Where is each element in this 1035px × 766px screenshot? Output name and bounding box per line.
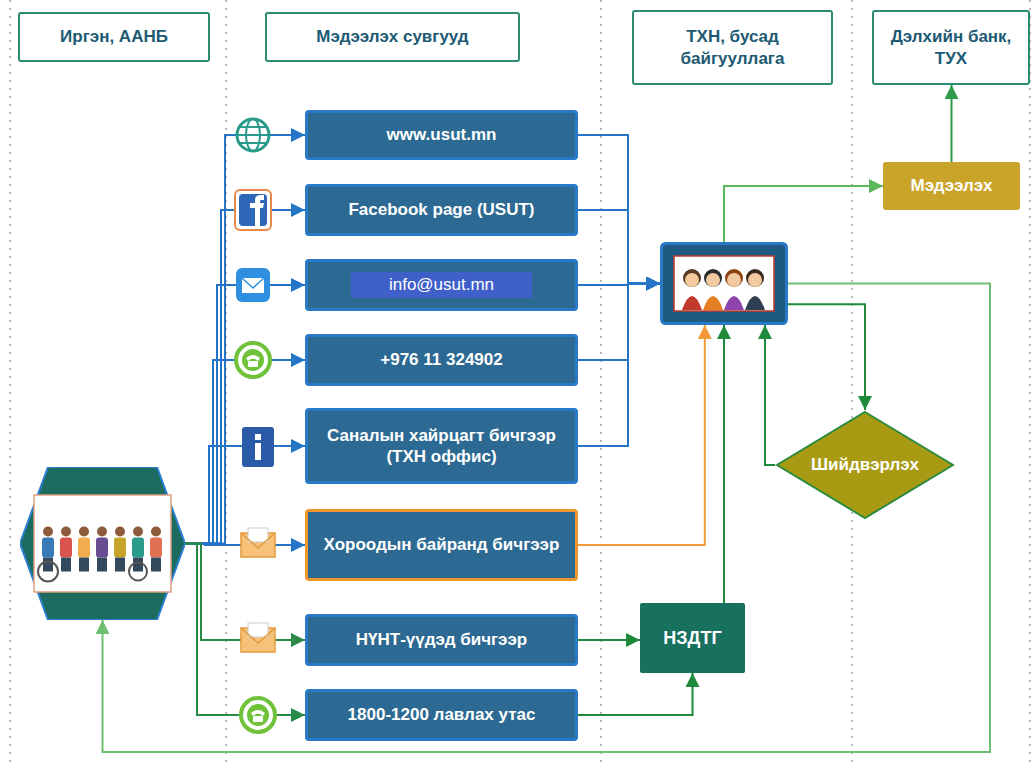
flow-arrow xyxy=(724,186,883,242)
node-label: www.usut.mn xyxy=(387,124,497,145)
report-box: Мэдээлэх xyxy=(883,162,1020,210)
channel-box: +976 11 324902 xyxy=(305,334,578,386)
globe-icon xyxy=(237,119,269,151)
committee-shape xyxy=(660,242,788,325)
channel-box: НҮНТ-үүдэд бичгээр xyxy=(305,614,578,666)
column-header: Иргэн, ААНБ xyxy=(18,12,210,62)
flow-arrow xyxy=(103,284,991,753)
envelope-icon xyxy=(241,623,275,652)
flow-arrow xyxy=(723,325,725,603)
citizens-illustration xyxy=(38,527,162,582)
node-label: НҮНТ-үүдэд бичгээр xyxy=(356,629,528,650)
channel-box: info@usut.mn xyxy=(305,259,578,311)
node-label: НЗДТГ xyxy=(663,627,721,650)
flow-arrow xyxy=(578,210,660,284)
channel-box: Facebook page (USUT) xyxy=(305,184,578,236)
node-label: +976 11 324902 xyxy=(380,349,502,370)
separator xyxy=(1029,0,1031,766)
node-label: info@usut.mn xyxy=(351,272,532,297)
flow-arrow xyxy=(578,135,660,284)
team-illustration xyxy=(682,269,765,310)
flow-arrow xyxy=(578,673,693,715)
node-label: Хороодын байранд бичгээр xyxy=(324,534,560,555)
node-label: Шийдвэрлэх xyxy=(811,454,919,475)
flow-arrow xyxy=(185,360,305,544)
flow-arrow xyxy=(185,285,305,544)
channel-box: Хороодын байранд бичгээр xyxy=(305,509,578,581)
channel-box: www.usut.mn xyxy=(305,110,578,160)
node-label: Иргэн, ААНБ xyxy=(60,26,168,47)
phone-icon xyxy=(241,698,275,732)
flow-arrow xyxy=(578,284,660,361)
citizen-hexagon xyxy=(20,467,185,620)
flow-arrow xyxy=(578,639,640,641)
node-label: Саналын хайрцагт бичгээр (ТХН оффис) xyxy=(316,425,567,468)
column-separators xyxy=(10,0,1030,766)
flow-arrow xyxy=(578,284,660,447)
flow-arrow xyxy=(788,304,865,410)
separator xyxy=(851,0,853,766)
envelope-icon xyxy=(241,528,275,557)
flow-arrow xyxy=(951,85,953,162)
hexagon-shape xyxy=(20,467,185,620)
phone-icon xyxy=(236,343,270,377)
column-header: ТХН, бусад байгууллага xyxy=(632,10,833,85)
info-icon xyxy=(242,427,274,467)
channel-box: Саналын хайрцагт бичгээр (ТХН оффис) xyxy=(305,408,578,484)
node-label: Мэдээлэх xyxy=(911,175,993,196)
flow-arrow xyxy=(185,544,305,641)
node-label: Дэлхийн банк, ТУХ xyxy=(882,26,1020,69)
flow-arrow xyxy=(185,544,305,716)
column-header: Мэдээлэх сувгууд xyxy=(265,12,520,62)
flow-arrow xyxy=(185,210,305,544)
node-label: ТХН, бусад байгууллага xyxy=(642,26,823,69)
node-label: Facebook page (USUT) xyxy=(348,199,534,220)
process-box: НЗДТГ xyxy=(640,603,745,673)
flow-arrow xyxy=(185,135,305,544)
committee-box xyxy=(660,242,788,325)
channel-box: 1800-1200 лавлах утас xyxy=(305,689,578,741)
flow-arrow xyxy=(578,325,705,545)
mail-icon xyxy=(236,268,270,302)
column-header: Дэлхийн банк, ТУХ xyxy=(872,10,1030,85)
node-label: 1800-1200 лавлах утас xyxy=(348,704,536,725)
separator xyxy=(600,0,602,766)
flow-arrow xyxy=(765,325,775,465)
facebook-icon xyxy=(235,190,271,230)
decision-diamond: Шийдвэрлэх xyxy=(775,410,955,520)
node-label: Мэдээлэх сувгууд xyxy=(316,26,468,47)
separator xyxy=(9,0,11,766)
